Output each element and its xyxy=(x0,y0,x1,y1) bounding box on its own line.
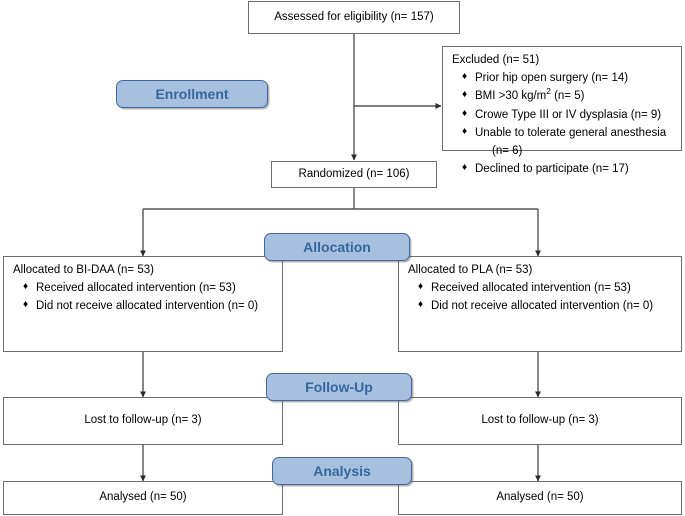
stage-badge-allocation: Allocation xyxy=(264,233,410,261)
assessed-label: Assessed for eligibility (n= 157) xyxy=(274,10,434,23)
followup-right-label: Lost to follow-up (n= 3) xyxy=(481,414,599,427)
analysis-right-label: Analysed (n= 50) xyxy=(496,491,584,504)
allocation-left-heading: Allocated to BI-DAA (n= 53) xyxy=(13,264,154,276)
excluded-reason-2: BMI >30 kg/m xyxy=(475,90,547,103)
diamond-bullet-icon: ♦ xyxy=(462,107,468,119)
diamond-bullet-icon: ♦ xyxy=(418,281,424,293)
diamond-bullet-icon: ♦ xyxy=(462,71,468,83)
stage-allocation-label: Allocation xyxy=(303,239,371,255)
list-item: ♦ Received allocated intervention (n= 53… xyxy=(418,281,673,296)
allocation-right-item-2: Did not receive allocated intervention (… xyxy=(431,300,654,313)
list-item: ♦ Did not receive allocated intervention… xyxy=(23,299,274,314)
allocation-right-list: ♦ Received allocated intervention (n= 53… xyxy=(408,281,673,314)
node-analysis-left: Analysed (n= 50) xyxy=(3,481,283,515)
allocation-right-item-1: Received allocated intervention (n= 53) xyxy=(431,282,631,295)
stage-badge-followup: Follow-Up xyxy=(266,373,412,401)
stage-badge-analysis: Analysis xyxy=(272,457,412,485)
stage-enrollment-label: Enrollment xyxy=(155,86,229,102)
excluded-reason-list: ♦ Prior hip open surgery (n= 14) ♦ BMI >… xyxy=(452,71,673,177)
node-allocation-right: Allocated to PLA (n= 53) ♦ Received allo… xyxy=(398,256,682,352)
diamond-bullet-icon: ♦ xyxy=(462,162,468,174)
excluded-reason-5: Declined to participate (n= 17) xyxy=(475,163,629,176)
diamond-bullet-icon: ♦ xyxy=(23,299,29,311)
excluded-reason-4-count: (n= 6) xyxy=(492,144,523,157)
excluded-reason-3: Crowe Type III or IV dysplasia (n= 9) xyxy=(475,108,662,121)
analysis-left-label: Analysed (n= 50) xyxy=(99,491,187,504)
list-item-continuation: (n= 6) xyxy=(462,144,673,159)
diamond-bullet-icon: ♦ xyxy=(23,281,29,293)
allocation-left-item-2: Did not receive allocated intervention (… xyxy=(36,300,259,313)
list-item: ♦ BMI >30 kg/m2 (n= 5) xyxy=(462,87,673,104)
list-item: ♦ Did not receive allocated intervention… xyxy=(418,299,673,314)
excluded-reason-2-superscript: 2 xyxy=(546,87,551,97)
randomized-label: Randomized (n= 106) xyxy=(298,167,410,180)
followup-left-label: Lost to follow-up (n= 3) xyxy=(84,414,202,427)
stage-badge-enrollment: Enrollment xyxy=(116,80,268,108)
node-randomized: Randomized (n= 106) xyxy=(271,161,437,188)
excluded-reason-4: Unable to tolerate general anesthesia xyxy=(475,126,667,139)
excluded-heading: Excluded (n= 51) xyxy=(452,54,540,66)
node-followup-left: Lost to follow-up (n= 3) xyxy=(3,397,283,445)
diamond-bullet-icon: ♦ xyxy=(462,89,468,101)
list-item: ♦ Crowe Type III or IV dysplasia (n= 9) xyxy=(462,108,673,123)
diamond-bullet-icon: ♦ xyxy=(418,299,424,311)
node-assessed-for-eligibility: Assessed for eligibility (n= 157) xyxy=(248,1,460,34)
allocation-left-list: ♦ Received allocated intervention (n= 53… xyxy=(13,281,274,314)
allocation-left-item-1: Received allocated intervention (n= 53) xyxy=(36,282,236,295)
stage-analysis-label: Analysis xyxy=(313,463,371,479)
list-item: ♦ Declined to participate (n= 17) xyxy=(462,162,673,177)
node-followup-right: Lost to follow-up (n= 3) xyxy=(398,397,682,445)
list-item: ♦ Unable to tolerate general anesthesia xyxy=(462,126,673,141)
node-allocation-left: Allocated to BI-DAA (n= 53) ♦ Received a… xyxy=(3,256,283,352)
stage-followup-label: Follow-Up xyxy=(305,379,373,395)
allocation-right-heading: Allocated to PLA (n= 53) xyxy=(408,264,533,276)
node-excluded: Excluded (n= 51) ♦ Prior hip open surger… xyxy=(442,46,682,175)
excluded-reason-2-tail: (n= 5) xyxy=(550,90,585,103)
diamond-bullet-icon: ♦ xyxy=(462,125,468,137)
node-analysis-right: Analysed (n= 50) xyxy=(398,481,682,515)
excluded-reason-1: Prior hip open surgery (n= 14) xyxy=(475,72,629,85)
list-item: ♦ Prior hip open surgery (n= 14) xyxy=(462,71,673,86)
list-item: ♦ Received allocated intervention (n= 53… xyxy=(23,281,274,296)
